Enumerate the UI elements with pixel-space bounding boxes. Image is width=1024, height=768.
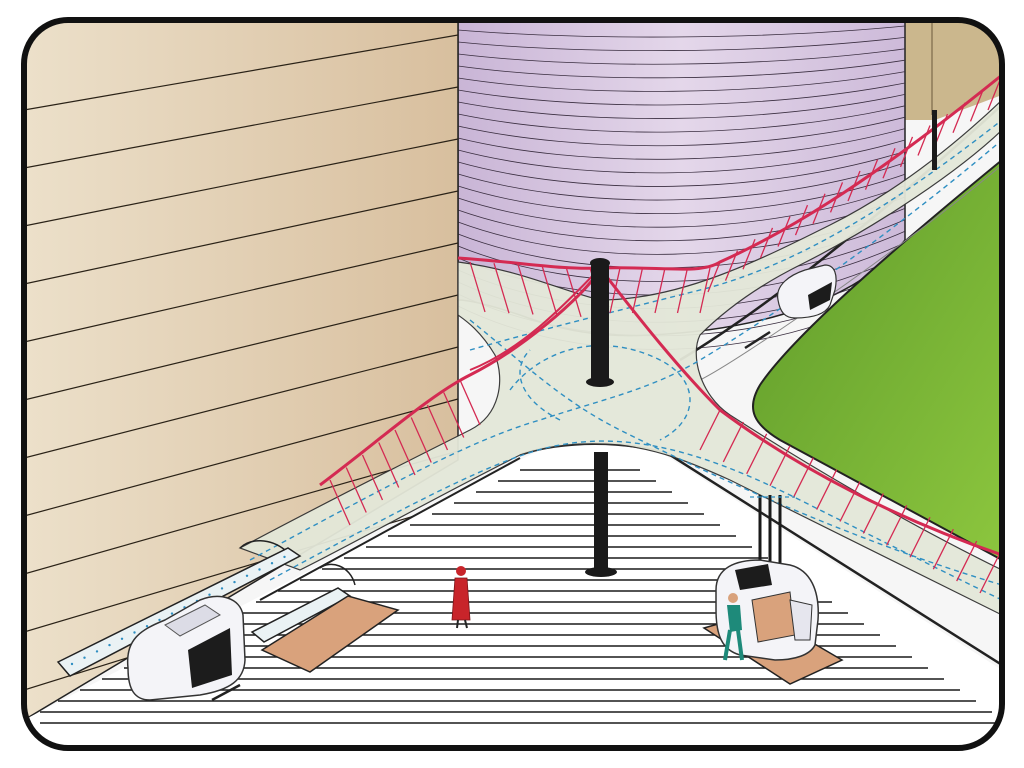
guideway-canopy xyxy=(238,98,1002,616)
suspension-cables xyxy=(319,73,1002,594)
transit-pod-icon xyxy=(715,495,819,661)
boarding-platform xyxy=(260,595,400,673)
lawn xyxy=(751,157,1002,562)
pedestrian-icon xyxy=(451,566,471,629)
support-column-icon xyxy=(932,110,937,170)
pedestrian-icon xyxy=(723,593,744,661)
transit-pod-icon xyxy=(744,264,837,350)
illustration-frame xyxy=(21,17,1005,751)
support-column-icon xyxy=(585,258,617,577)
transit-pod-icon xyxy=(126,595,246,702)
